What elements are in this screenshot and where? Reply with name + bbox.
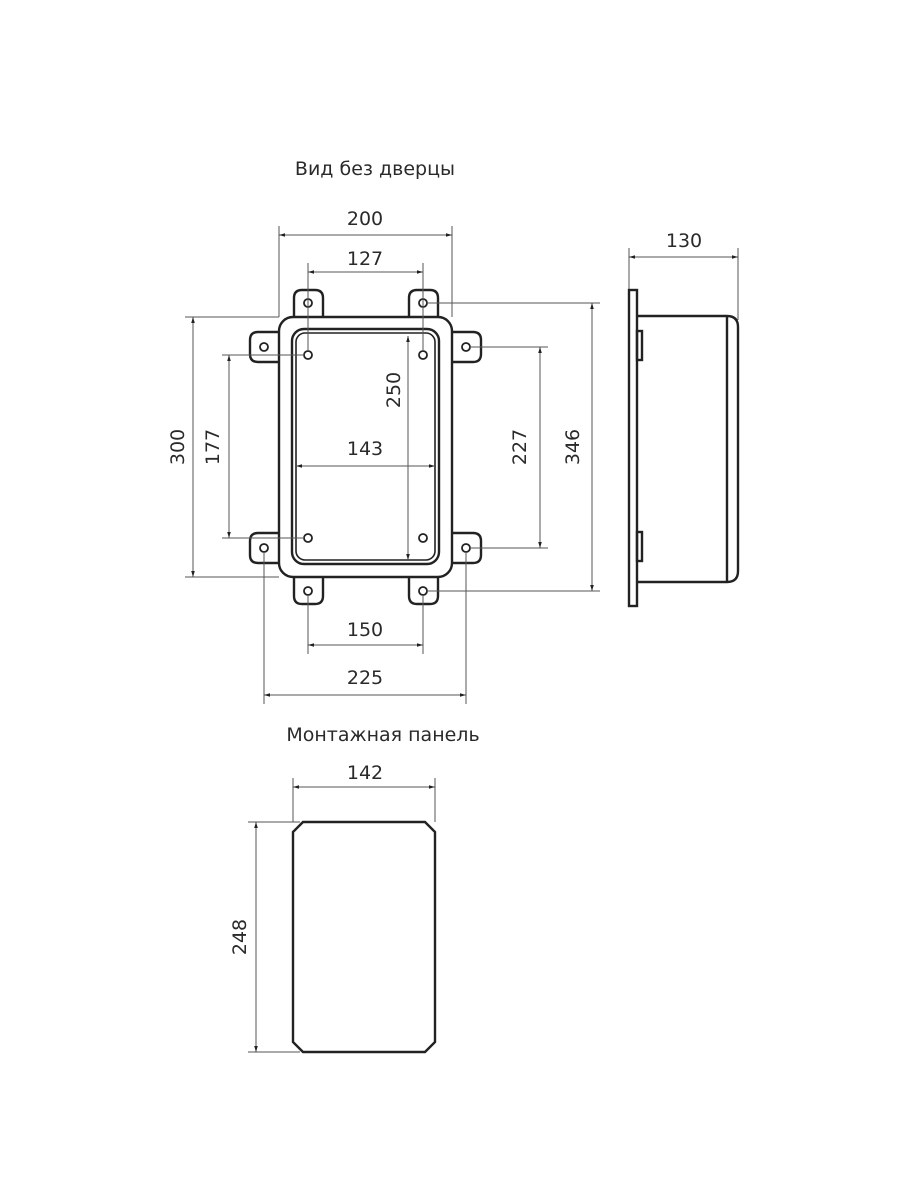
mounting-panel-title: Монтажная панель bbox=[286, 724, 479, 746]
dim-overall-width: 200 bbox=[347, 208, 383, 230]
mounting-panel bbox=[291, 820, 437, 1054]
dim-panel-width: 142 bbox=[347, 762, 383, 784]
dimension-lines bbox=[191, 233, 738, 1052]
dim-inner-width: 143 bbox=[347, 438, 383, 460]
extension-lines bbox=[185, 226, 739, 1053]
dim-overall-height: 300 bbox=[167, 429, 189, 465]
front-view-title: Вид без дверцы bbox=[295, 158, 455, 180]
dim-tab-width: 225 bbox=[347, 667, 383, 689]
dim-depth: 130 bbox=[666, 230, 702, 252]
dim-tab-height: 346 bbox=[562, 429, 584, 465]
dim-bottom-hole-spacing: 150 bbox=[347, 619, 383, 641]
dim-side-tab-spacing: 227 bbox=[509, 429, 531, 465]
enclosure-side-view bbox=[627, 288, 740, 608]
dim-inner-height: 250 bbox=[383, 372, 405, 408]
dim-panel-height: 248 bbox=[229, 919, 251, 955]
dim-top-hole-spacing: 127 bbox=[347, 248, 383, 270]
dim-side-hole-spacing: 177 bbox=[202, 429, 224, 465]
